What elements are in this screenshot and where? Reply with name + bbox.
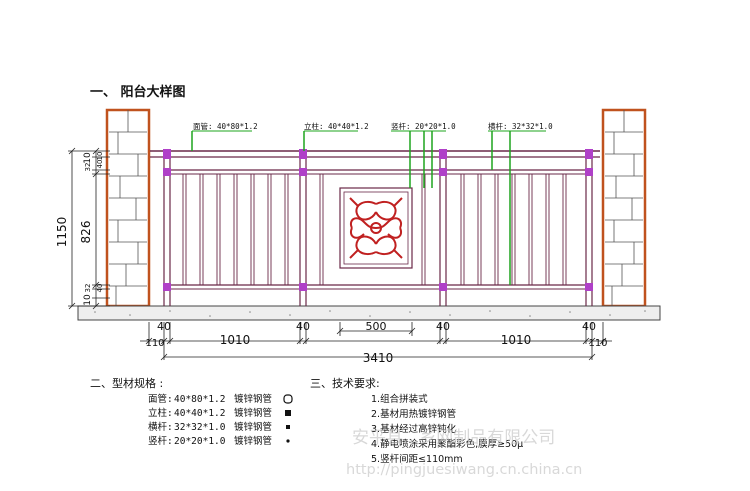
dim-top-40: 40 xyxy=(96,160,104,169)
materials-list: 面管: 40*80*1.2 镀锌钢管 立柱: 40*40*1.2 镀锌钢管 横杆… xyxy=(148,393,293,447)
callout-post: 立柱: 40*40*1.2 xyxy=(303,121,369,151)
dim-bottom-40: 40 xyxy=(96,284,104,293)
rounded-rect-outline-icon xyxy=(283,394,293,404)
dim-top-32: 32 xyxy=(84,163,92,172)
requirement-item: 5.竖杆间距≤110mm xyxy=(371,453,463,465)
dim-top-10b: 10 xyxy=(96,152,104,161)
dim-bottom-10: 10 xyxy=(83,294,93,306)
materials-title: 二、型材规格 : xyxy=(90,376,163,390)
dim-gap-left: 110 xyxy=(145,338,164,349)
requirement-item: 3.基材经过高锌钝化 xyxy=(371,423,457,435)
callout-rail-label: 横杆: 32*32*1.0 xyxy=(488,121,553,131)
dim-post-mid1: 40 xyxy=(296,320,310,333)
material-size: 20*20*1.0 xyxy=(174,436,226,447)
section1-title: 一、 阳台大样图 xyxy=(90,84,186,100)
dim-bottom-32: 32 xyxy=(84,284,92,293)
dim-post-mid2: 40 xyxy=(436,320,450,333)
dim-top-10: 10 xyxy=(83,152,93,164)
left-pillar xyxy=(105,108,151,308)
material-name: 面管: xyxy=(148,393,173,405)
requirement-item: 4.静电喷涂采用聚酯彩色,膜厚≥50μ xyxy=(371,438,523,450)
dim-post-left: 40 xyxy=(157,320,171,333)
requirements-title: 三、技术要求: xyxy=(310,377,380,390)
dim-inner-height: 826 xyxy=(79,221,93,244)
dim-span-right: 1010 xyxy=(501,333,532,347)
callout-top-rail-label: 面管: 40*80*1.2 xyxy=(193,121,258,131)
material-type: 镀锌钢管 xyxy=(234,407,272,419)
square-filled-icon xyxy=(285,410,291,416)
material-name: 竖杆: xyxy=(148,435,173,447)
callout-top-rail: 面管: 40*80*1.2 xyxy=(191,121,258,151)
balusters xyxy=(182,174,567,285)
right-pillar xyxy=(601,108,647,308)
requirement-item: 2.基材用热镀锌钢管 xyxy=(371,408,456,420)
material-name: 立柱: xyxy=(148,407,173,419)
horizontal-dimensions xyxy=(140,322,612,361)
dot-icon xyxy=(286,439,290,443)
callout-rail: 横杆: 32*32*1.0 xyxy=(488,121,553,285)
material-name: 横杆: xyxy=(148,421,173,433)
callout-baluster: 竖杆: 20*20*1.0 xyxy=(391,121,456,188)
dim-total-height: 1150 xyxy=(55,217,69,248)
dim-gap-right: 110 xyxy=(588,338,607,349)
material-type: 镀锌钢管 xyxy=(234,421,272,433)
dim-span-left: 1010 xyxy=(220,333,251,347)
material-type: 镀锌钢管 xyxy=(234,435,272,447)
material-size: 40*40*1.2 xyxy=(174,408,225,419)
requirement-item: 1.组合拼装式 xyxy=(371,393,428,405)
dim-center-panel: 500 xyxy=(366,320,387,333)
vertical-dimensions xyxy=(68,147,110,310)
dim-post-right: 40 xyxy=(582,320,596,333)
material-size: 32*32*1.0 xyxy=(174,422,226,433)
material-type: 镀锌钢管 xyxy=(234,393,272,405)
small-square-filled-icon xyxy=(286,425,290,429)
dim-total-width: 3410 xyxy=(363,351,394,365)
requirements-list: 1.组合拼装式 2.基材用热镀锌钢管 3.基材经过高锌钝化 4.静电喷涂采用聚酯… xyxy=(371,393,523,465)
watermark-url: http://pingjuesiwang.cn.china.cn xyxy=(346,462,582,478)
center-ornament-panel xyxy=(339,187,413,269)
joint-nodes xyxy=(163,149,593,291)
material-size: 40*80*1.2 xyxy=(174,394,225,405)
railing-frame xyxy=(150,150,600,290)
callout-post-label: 立柱: 40*40*1.2 xyxy=(304,121,369,131)
watermark-company: 安平县...乡网制品有限公司 xyxy=(352,428,555,448)
callout-baluster-label: 竖杆: 20*20*1.0 xyxy=(391,121,456,131)
floor-slab xyxy=(77,305,661,321)
